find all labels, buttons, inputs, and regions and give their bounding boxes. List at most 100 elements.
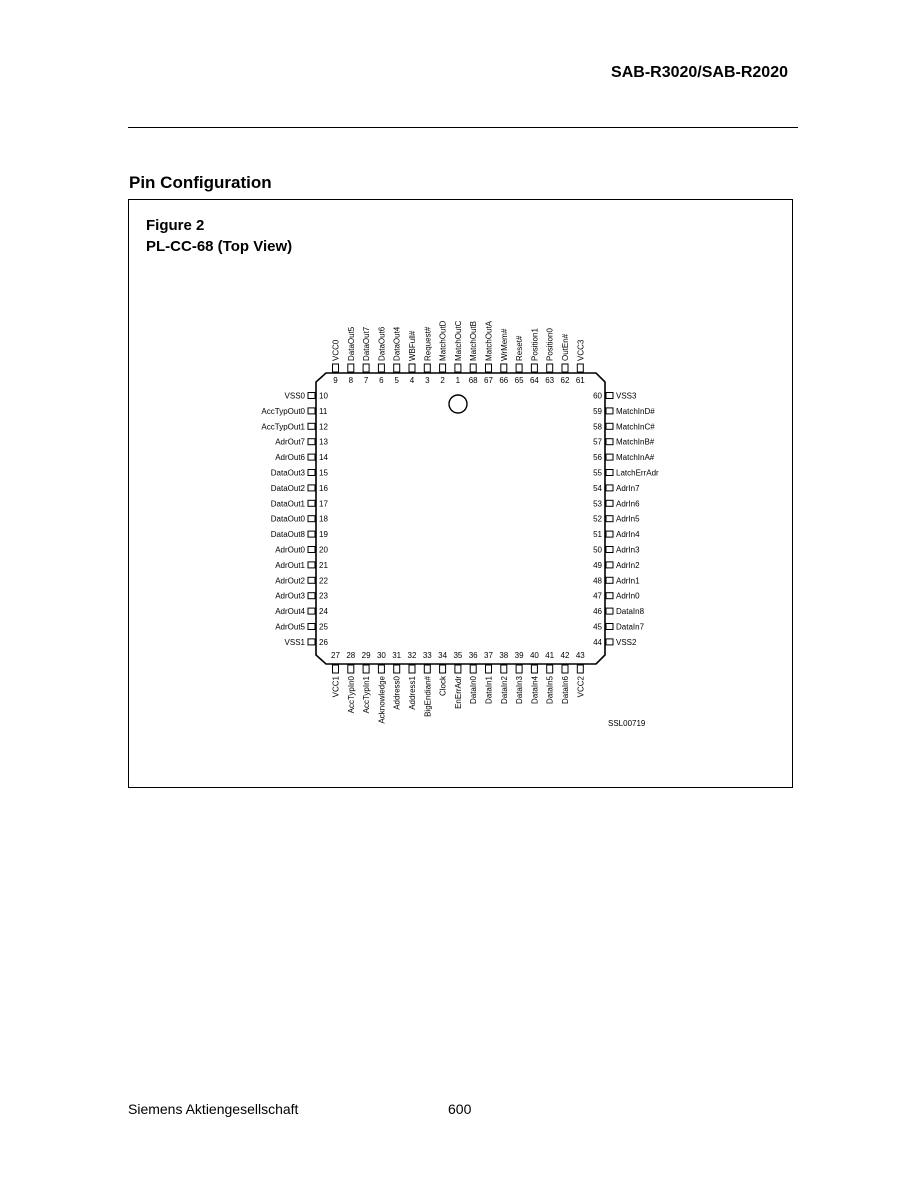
pin-25-number: 25	[319, 623, 328, 632]
pin-33-label: BigEndian#	[423, 675, 432, 716]
pin-6-lead	[377, 363, 385, 373]
pin-65-label: Reset#	[515, 335, 524, 361]
pin-22-label: AdrOut2	[275, 576, 305, 585]
pin-60-lead	[605, 392, 614, 399]
pin-5-label: DataOut4	[393, 326, 402, 361]
pin-16-number: 16	[319, 484, 328, 493]
pin-37-number: 37	[484, 651, 493, 660]
document-title: SAB-R3020/SAB-R2020	[611, 64, 788, 81]
pin-36-label: DataIn0	[469, 675, 478, 704]
pin-51-label: AdrIn4	[616, 530, 640, 539]
pin-16-label: DataOut2	[271, 484, 306, 493]
pin-43-number: 43	[576, 651, 585, 660]
pin-59-lead	[605, 407, 614, 415]
pin-58-number: 58	[593, 422, 602, 431]
pin-44-label: VSS2	[616, 638, 637, 647]
pin-21-lead	[307, 561, 316, 569]
pin-18-number: 18	[319, 515, 328, 524]
pin-15-lead	[307, 469, 316, 476]
pin-16-lead	[307, 484, 316, 492]
pin-17-lead	[307, 499, 316, 507]
pin-63-lead	[546, 363, 554, 373]
pin-42-label: DataIn6	[561, 675, 570, 704]
pin-55-label: LatchErrAdr	[616, 469, 659, 478]
pin-61-number: 61	[576, 376, 585, 385]
pin-37-label: DataIn1	[485, 675, 494, 704]
pin-43-lead	[576, 664, 584, 674]
pin-54-lead	[605, 484, 614, 492]
pin-65-number: 65	[515, 376, 524, 385]
pin-38-number: 38	[499, 651, 508, 660]
pin-48-label: AdrIn1	[616, 576, 640, 585]
pin-4-label: WBFull#	[408, 330, 417, 361]
pin-66-lead	[500, 363, 508, 373]
pin-30-number: 30	[377, 651, 386, 660]
pin-41-label: DataIn5	[546, 675, 555, 704]
pin-6-label: DataOut6	[377, 326, 386, 361]
pin-30-label: Acknowledge	[377, 675, 386, 723]
pin-26-lead	[307, 638, 316, 646]
pin-47-number: 47	[593, 592, 602, 601]
pin-40-lead	[530, 664, 538, 674]
pin-46-label: DataIn8	[616, 607, 645, 616]
pin-64-number: 64	[530, 376, 539, 385]
pin-45-number: 45	[593, 623, 602, 632]
pin-21-number: 21	[319, 561, 328, 570]
pin-23-lead	[307, 592, 316, 600]
pin-10-label: VSS0	[285, 392, 306, 401]
pin-42-number: 42	[561, 651, 570, 660]
pin-9-number: 9	[333, 376, 338, 385]
pin-layer: 9VCC08DataOut57DataOut76DataOut65DataOut…	[261, 320, 659, 723]
pin-11-number: 11	[319, 407, 328, 416]
pin-26-number: 26	[319, 638, 328, 647]
pin-48-number: 48	[593, 576, 602, 585]
pin-20-number: 20	[319, 546, 328, 555]
pin-48-lead	[605, 576, 614, 584]
pin-46-lead	[605, 607, 614, 615]
pin-66-label: WrMem#	[500, 328, 509, 361]
pin-6-number: 6	[379, 376, 384, 385]
pin-1-label: MatchOutC	[454, 320, 463, 361]
pin-67-number: 67	[484, 376, 493, 385]
pin-22-lead	[307, 576, 316, 584]
pin-30-lead	[377, 664, 385, 674]
pin-68-lead	[469, 363, 477, 373]
pin-45-label: DataIn7	[616, 623, 645, 632]
pin-17-label: DataOut1	[271, 499, 306, 508]
pin-52-lead	[605, 515, 614, 523]
pin-5-number: 5	[394, 376, 399, 385]
pin-59-label: MatchInD#	[616, 407, 655, 416]
pin-15-label: DataOut3	[271, 469, 306, 478]
pin-7-number: 7	[364, 376, 369, 385]
pin-58-lead	[605, 422, 614, 430]
figure-number: Figure 2	[146, 217, 205, 234]
pin-31-number: 31	[392, 651, 401, 660]
pin-57-number: 57	[593, 438, 602, 447]
pin-66-number: 66	[499, 376, 508, 385]
pin-13-number: 13	[319, 438, 328, 447]
pin-41-lead	[546, 664, 554, 674]
pin-2-label: MatchOutD	[439, 320, 448, 361]
pin-67-lead	[485, 363, 492, 373]
pin-11-lead	[307, 407, 316, 415]
pin-45-lead	[605, 623, 614, 630]
pin-36-number: 36	[469, 651, 478, 660]
pin-23-label: AdrOut3	[275, 592, 305, 601]
pin-39-lead	[515, 664, 523, 674]
pin-14-number: 14	[319, 453, 328, 462]
pin-68-label: MatchOutB	[469, 321, 478, 361]
pin-47-label: AdrIn0	[616, 592, 640, 601]
pin-24-number: 24	[319, 607, 328, 616]
pin1-orientation-mark	[448, 394, 468, 414]
pin-4-lead	[408, 363, 416, 373]
figure-caption: PL-CC-68 (Top View)	[146, 238, 293, 255]
pin-20-lead	[307, 546, 316, 553]
pin-40-label: DataIn4	[530, 675, 539, 704]
chip-package-outline	[315, 372, 606, 665]
pin-55-number: 55	[593, 469, 602, 478]
pin-15-number: 15	[319, 469, 328, 478]
pin-47-lead	[605, 592, 614, 600]
pin-10-number: 10	[319, 392, 328, 401]
pin-40-number: 40	[530, 651, 539, 660]
pin-60-number: 60	[593, 392, 602, 401]
